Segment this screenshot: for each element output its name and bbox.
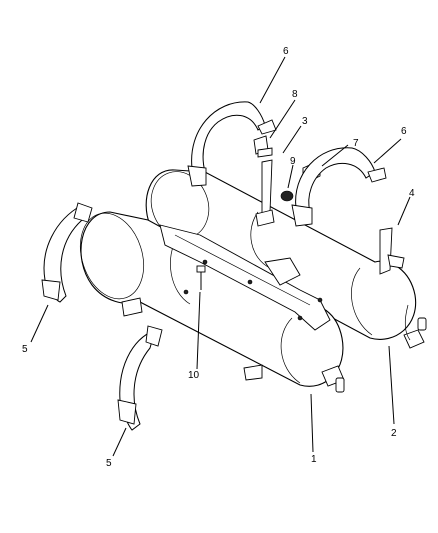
rear-tank-valve [403, 304, 427, 349]
callout-10: 10 [188, 370, 200, 381]
callouts: 1 2 3 4 5 5 6 6 7 8 9 10 [22, 46, 415, 469]
side-bracket [379, 227, 405, 275]
lower-strap-upper [41, 202, 93, 303]
callout-8: 8 [292, 89, 298, 100]
callout-1: 1 [311, 454, 317, 465]
tall-bracket [255, 159, 275, 227]
bolt [196, 265, 206, 290]
upper-strap-right [291, 147, 387, 227]
callout-4: 4 [409, 188, 415, 199]
callout-5-upper: 5 [22, 344, 28, 355]
center-bracket [159, 224, 331, 331]
rear-tank [145, 169, 417, 340]
washer [280, 190, 294, 202]
callout-9: 9 [290, 156, 296, 167]
callout-6-left: 6 [283, 46, 289, 57]
callout-2: 2 [391, 428, 397, 439]
callout-6-right: 6 [401, 126, 407, 137]
upper-strap-left [187, 101, 277, 187]
leader-lines [30, 56, 411, 457]
callout-3: 3 [302, 116, 308, 127]
front-tank-valve [321, 365, 345, 393]
callout-5-lower: 5 [106, 458, 112, 469]
callout-7: 7 [353, 138, 359, 149]
lower-strap-lower [117, 325, 163, 431]
front-tank-feet [121, 297, 263, 381]
clip [253, 135, 273, 158]
